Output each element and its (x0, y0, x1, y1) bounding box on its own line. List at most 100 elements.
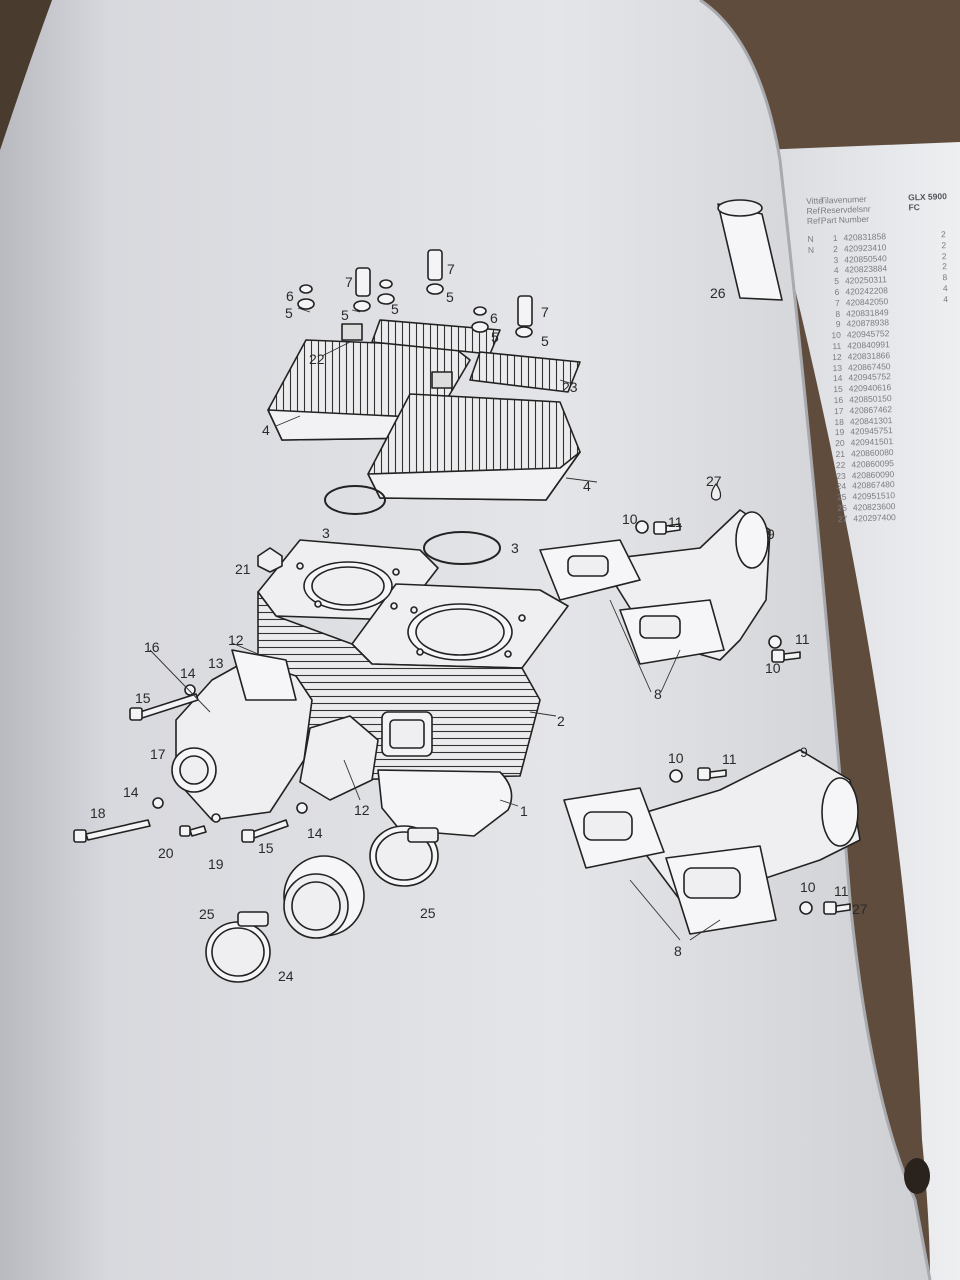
table-cell-mark (814, 439, 828, 450)
header-cell: Ref. (806, 215, 823, 226)
callout-label: 5 (446, 289, 454, 305)
table-cell-mark (810, 320, 824, 331)
table-cell-ref: 3 (833, 254, 839, 265)
callout-label: 27 (852, 901, 868, 917)
cylinder-head-right (367, 393, 581, 501)
exploded-engine-diagram (73, 199, 861, 983)
table-cell-qty (935, 509, 960, 521)
spacer-sleeves (355, 249, 533, 327)
table-cell-ref: 7 (834, 297, 840, 308)
table-cell-mark (816, 492, 830, 503)
leader-lines (149, 307, 721, 941)
table-cell-mark (815, 460, 829, 471)
callout-label: 14 (180, 665, 196, 681)
callout-label: 10 (622, 511, 638, 527)
table-cell-ref: 9 (835, 319, 841, 330)
table-cell-ref: 24 (836, 481, 847, 492)
table-cell-mark (811, 352, 825, 363)
table-cell-mark (814, 428, 828, 439)
callout-label: 8 (654, 686, 662, 702)
back-page (760, 142, 960, 1280)
callout-label: 7 (541, 304, 549, 320)
table-cell-qty (934, 466, 960, 478)
table-cell-ref: 26 (837, 502, 848, 514)
table-cell-mark (817, 514, 831, 525)
callout-label: 26 (710, 285, 726, 301)
table-cell-ref: 17 (833, 405, 844, 416)
callout-label: 14 (307, 825, 323, 841)
table-cell-ref: 5 (834, 276, 840, 287)
washers (297, 279, 533, 338)
callout-label: 23 (562, 379, 578, 395)
callout-label: 25 (199, 906, 215, 922)
callout-label: 14 (123, 784, 139, 800)
table-cell-ref: 14 (832, 373, 843, 384)
table-cell-mark (813, 385, 827, 396)
table-cell-mark: N (807, 244, 815, 255)
table-cell-qty (935, 498, 960, 510)
callout-label: 9 (800, 744, 808, 760)
table-cell-ref: 10 (831, 330, 842, 341)
exhaust-manifold-upper (539, 509, 771, 665)
table-cell-mark (810, 309, 824, 320)
table-cell-ref: 18 (834, 416, 845, 427)
table-cell-qty (934, 488, 960, 500)
table-cell-mark (817, 503, 831, 514)
table-cell-mark (809, 277, 823, 288)
table-cell-mark (808, 255, 822, 266)
callout-label: 10 (765, 660, 781, 676)
o-ring-left (324, 485, 386, 515)
table-cell-ref: 8 (835, 308, 841, 319)
table-cell-ref: 27 (837, 513, 848, 524)
callout-label: 19 (208, 856, 224, 872)
binder-hole (904, 1158, 930, 1194)
callout-label: 5 (341, 307, 349, 323)
head-gasket-strip-23 (469, 351, 581, 393)
table-cell-ref: 16 (833, 394, 844, 406)
callout-label: 3 (322, 525, 330, 541)
table-cell-mark (815, 449, 829, 460)
table-cell-ref: 12 (831, 351, 842, 362)
exhaust-manifold-lower (563, 749, 861, 935)
header-cell: Ref. (806, 205, 823, 216)
callout-label: 1 (520, 803, 528, 819)
table-cell-ref: 23 (836, 470, 846, 481)
callout-label: 4 (583, 478, 591, 494)
callout-label: 11 (795, 631, 810, 647)
table-cell-ref: 22 (835, 459, 846, 470)
callout-label: 3 (511, 540, 519, 556)
callout-label: 5 (391, 301, 399, 317)
table-cell-mark (812, 363, 826, 374)
callout-label: 11 (668, 514, 683, 530)
callout-label: 15 (258, 840, 274, 856)
callout-label: 11 (834, 883, 849, 899)
callout-label: 27 (706, 473, 722, 489)
callout-label: 25 (420, 905, 436, 921)
intake-manifold (171, 649, 379, 821)
table-cell-mark (812, 374, 826, 385)
header-cell (909, 211, 960, 223)
small-washers (152, 520, 813, 915)
table-cell-mark (811, 341, 825, 352)
callout-label: 7 (345, 274, 353, 290)
table-cell-mark (816, 471, 830, 482)
callout-label: 12 (354, 802, 370, 818)
table-cell-mark (810, 298, 824, 309)
table-cell-mark: N (807, 233, 814, 244)
table-cell-mark (808, 266, 822, 277)
cover-block (431, 371, 453, 389)
callout-label: 17 (150, 746, 166, 762)
callout-label: 13 (208, 655, 224, 671)
table-cell-ref: 19 (834, 427, 845, 438)
intake-hose-24 (283, 855, 365, 939)
callout-label: 16 (144, 639, 160, 655)
table-cell-ref: 20 (835, 437, 845, 449)
piston-26 (717, 199, 783, 301)
table-cell-mark (816, 482, 830, 493)
key-block-21 (257, 547, 283, 573)
o-ring-right (423, 531, 501, 565)
table-cell-ref: 4 (833, 265, 839, 276)
callout-label: 5 (285, 305, 293, 321)
table-cell-ref: 15 (833, 383, 843, 395)
header-cell: Vitte (806, 195, 824, 206)
